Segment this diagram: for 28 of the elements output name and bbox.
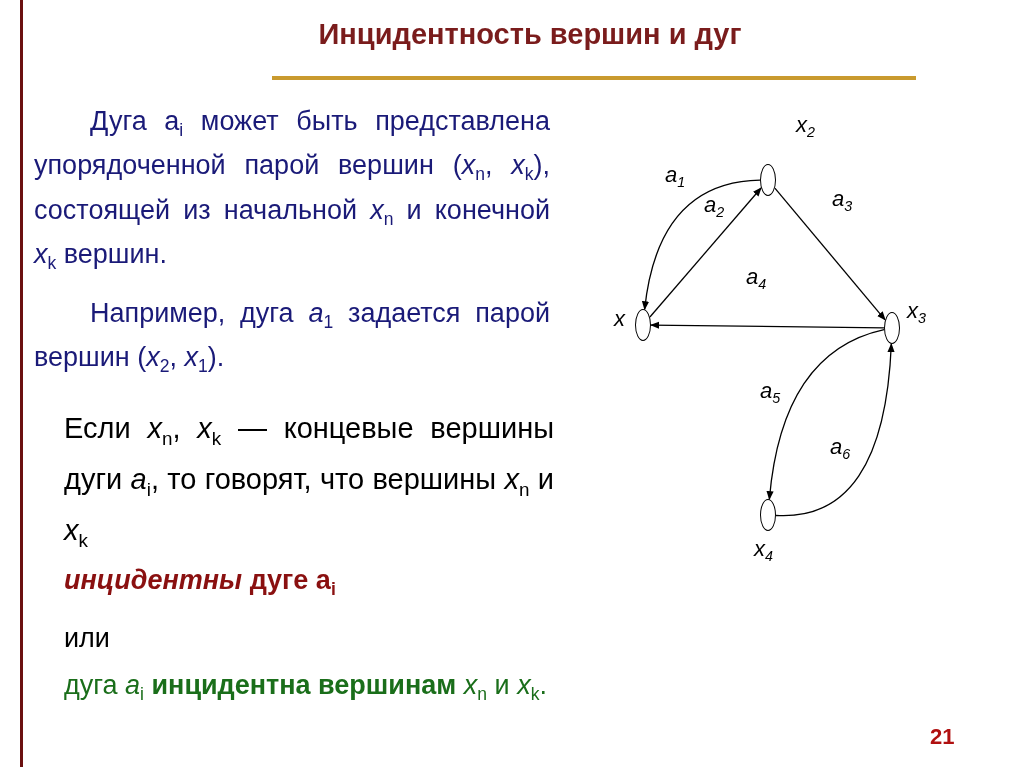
text-paragraph: Дуга a$_{i}$ может быть представлена упорядоченной парой вершин (x$_{n}$, x$_{k}$), состоящей из начальной x$_{n}$ и конечной x$_{k}$ вершин. [34, 105, 550, 276]
edge-label: a$_{2}$ [704, 192, 725, 221]
vertex-label: x$_{3}$ [907, 298, 926, 327]
arrow [775, 343, 895, 517]
edge-label: a$_{5}$ [760, 378, 781, 407]
slide-title: Инцидентность вершин и дуг [317, 18, 743, 51]
edge-label: a$_{3}$ [832, 186, 853, 215]
text-paragraph: инцидентны дуге a$_{i}$ [64, 564, 337, 602]
arrow [650, 321, 885, 329]
edge-label: a$_{6}$ [830, 434, 851, 463]
vertex-ellipse [760, 499, 776, 531]
arrow [649, 187, 762, 318]
edge-label: a$_{4}$ [746, 264, 767, 293]
arrow [774, 187, 886, 321]
vertex-label: x$_{2}$ [796, 112, 815, 141]
edge-label: a$_{1}$ [665, 162, 686, 191]
vertex-ellipse [635, 309, 651, 341]
vertex-ellipse [760, 164, 776, 196]
arrow [642, 179, 761, 311]
vertex-label: x [614, 306, 625, 332]
text-paragraph: Например, дуга a$_{1}$ задается парой вершин (x$_{2}$, x$_{1}$). [34, 296, 550, 379]
vertex-label: x$_{4}$ [754, 536, 773, 565]
vertex-ellipse [884, 312, 900, 344]
text-paragraph: или [64, 621, 111, 655]
text-paragraph: Если x$_{n}$, x$_{k}$ — концевые вершины дуги a$_{i}$, то говорят, что вершины x$_{n}$ и x$_{k}$ [64, 411, 554, 553]
text-paragraph: дуга a$_{i}$ инцидентна вершинам x$_{n}$ и x$_{k}$. [64, 668, 548, 707]
page-number: 21 [930, 723, 956, 751]
arrow [766, 329, 885, 501]
